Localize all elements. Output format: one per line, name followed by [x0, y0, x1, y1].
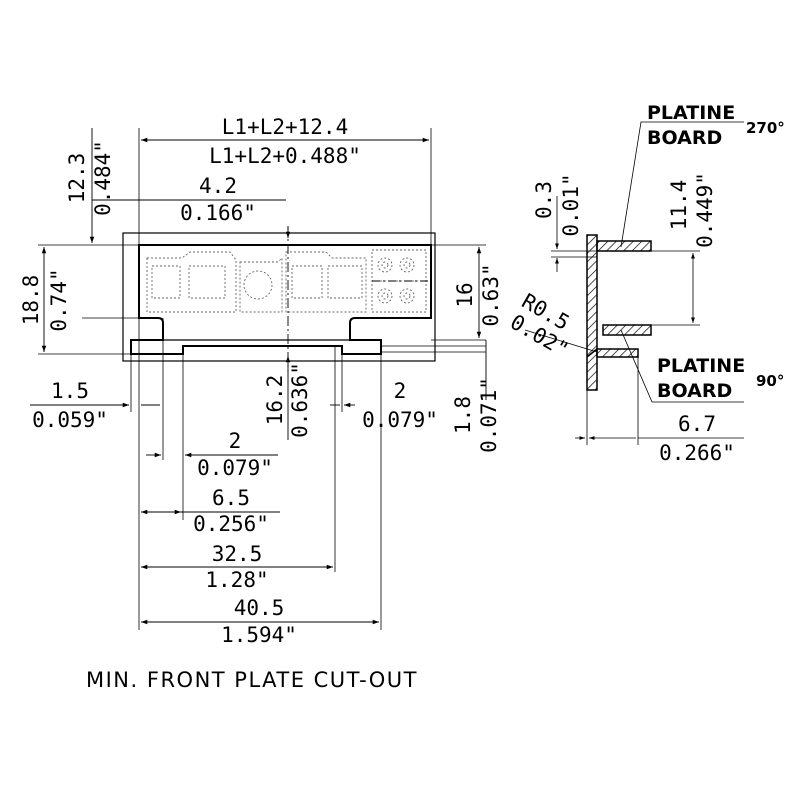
dim-4-2-in: 0.166" — [180, 201, 256, 225]
dim-32-5-in: 1.28" — [205, 568, 268, 592]
dim-2-mm: 2 — [229, 429, 242, 453]
board-270 — [596, 240, 652, 252]
dim-1-5-in: 0.059" — [32, 408, 108, 432]
dim-2-right-in: 0.079" — [362, 408, 438, 432]
dim-40-5-mm: 40.5 — [234, 596, 285, 620]
board-labels: PLATINE BOARD 270° PLATINE BOARD 90° — [647, 102, 785, 402]
dim-1-5-mm: 1.5 — [51, 379, 89, 403]
dim-11-4-mm: 11.4 — [667, 180, 691, 231]
dim-top-width-in: L1+L2+0.488" — [209, 144, 361, 168]
dimension-lines — [30, 128, 487, 625]
label-platine-270: PLATINE — [647, 102, 735, 124]
dim-6-7-mm: 6.7 — [678, 412, 716, 436]
dim-top-width-mm: L1+L2+12.4 — [222, 115, 348, 139]
front-plate — [586, 234, 598, 391]
dim-6-5-in: 0.256" — [193, 512, 269, 536]
dim-12-3-mm: 12.3 — [65, 153, 89, 204]
dim-6-5-mm: 6.5 — [212, 486, 250, 510]
dim-2-right-mm: 2 — [394, 379, 407, 403]
dim-2-in: 0.079" — [197, 456, 273, 480]
dim-18-8-in: 0.74" — [47, 268, 71, 331]
dim-16-2-in: 0.636" — [288, 362, 312, 438]
dim-4-2-mm: 4.2 — [199, 174, 237, 198]
dimension-text: L1+L2+12.4 L1+L2+0.488" 12.3 0.484" 4.2 … — [19, 115, 735, 647]
board-90 — [596, 348, 639, 358]
dim-12-3-in: 0.484" — [91, 140, 115, 216]
cutout-outline — [122, 232, 436, 362]
dim-18-8-mm: 18.8 — [19, 275, 43, 326]
connector-body — [130, 244, 432, 355]
extension-lines — [38, 128, 486, 630]
dim-16-in: 0.63" — [479, 263, 503, 326]
dim-0-3-mm: 0.3 — [532, 181, 556, 219]
dim-0-3-in: 0.01" — [559, 173, 583, 236]
dim-1-8-in: 0.071" — [477, 377, 501, 453]
dim-16-mm: 16 — [453, 282, 477, 307]
dim-11-4-in: 0.449" — [693, 172, 717, 248]
label-board-90: BOARD — [657, 380, 732, 402]
label-platine-90: PLATINE — [657, 355, 745, 377]
internal-details — [146, 249, 427, 313]
dim-32-5-mm: 32.5 — [212, 542, 263, 566]
side-view — [524, 121, 744, 445]
label-angle-90: 90° — [756, 372, 784, 390]
label-angle-270: 270° — [746, 119, 785, 137]
drawing-caption: MIN. FRONT PLATE CUT-OUT — [86, 668, 418, 692]
front-view — [122, 226, 436, 372]
label-board-270: BOARD — [647, 127, 722, 149]
dim-1-8-mm: 1.8 — [451, 396, 475, 434]
dim-16-2-mm: 16.2 — [263, 375, 287, 426]
dim-40-5-in: 1.594" — [221, 623, 297, 647]
board-270-stub — [602, 324, 652, 336]
dim-6-7-in: 0.266" — [659, 441, 735, 465]
